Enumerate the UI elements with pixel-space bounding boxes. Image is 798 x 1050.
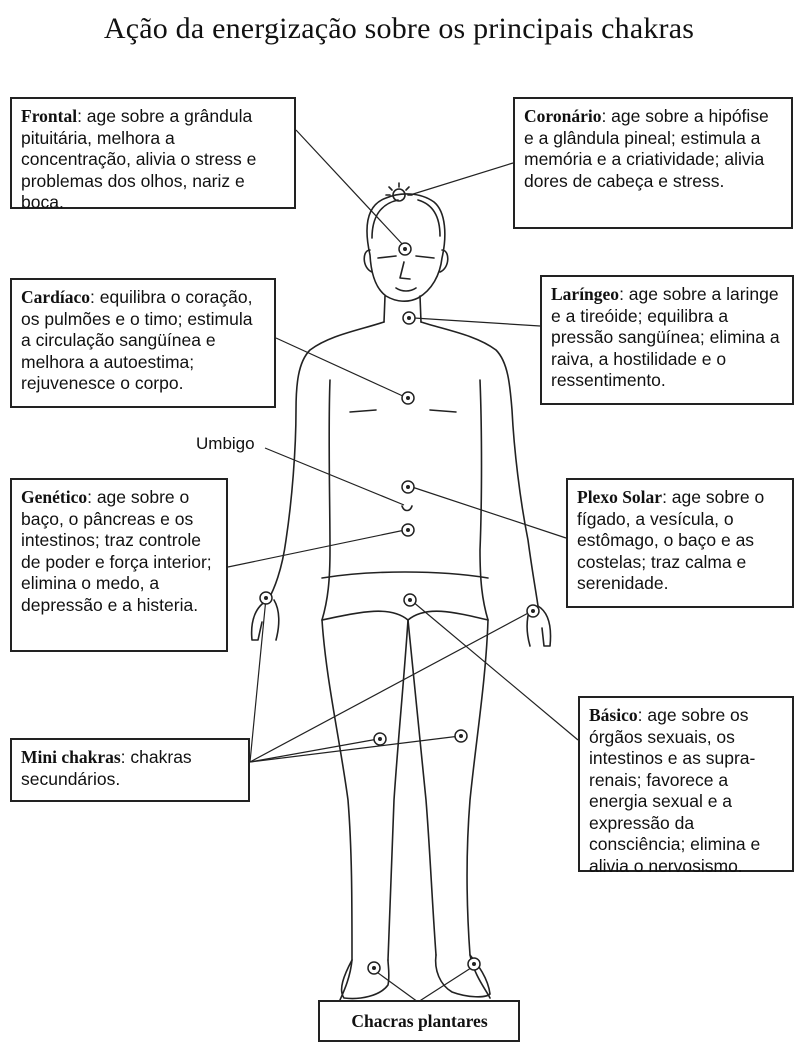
mouth <box>396 288 416 291</box>
chakra-dot-laringeo <box>403 312 415 324</box>
leader-basico <box>412 601 578 740</box>
human-figure <box>252 183 551 1000</box>
leg-right <box>467 620 490 998</box>
nose <box>400 262 410 279</box>
callout-coronario: Coronário: age sobre a hipófise e a glân… <box>513 97 793 229</box>
callout-coronario-title: Coronário <box>524 106 601 126</box>
chest-line <box>350 410 456 412</box>
leader-genetico <box>228 530 405 567</box>
chakra-dot-basico <box>404 594 416 606</box>
hair-outline <box>372 200 440 238</box>
chakra-dot-plexo <box>402 481 414 493</box>
callout-mini-title: Mini chakras <box>21 747 121 767</box>
callout-cardiaco: Cardíaco: equilibra o coração, os pulmõe… <box>10 278 276 408</box>
chakra-dot-cardiaco <box>402 392 414 404</box>
chakra-dot-foot-left <box>368 962 380 974</box>
leader-umbigo <box>265 448 404 505</box>
waist-left <box>322 380 330 620</box>
leader-cardiaco <box>276 338 405 397</box>
chakra-markers <box>260 243 539 974</box>
callout-genetico: Genético: age sobre o baço, o pâncreas e… <box>10 478 228 652</box>
chakra-dot-genetico <box>402 524 414 536</box>
callout-frontal-title: Frontal <box>21 106 77 126</box>
leader-plexo <box>412 487 566 538</box>
waist-right <box>480 380 488 620</box>
navel <box>402 506 412 511</box>
chakra-dot-frontal <box>399 243 411 255</box>
callout-plexo-title: Plexo Solar <box>577 487 662 507</box>
callout-plexo: Plexo Solar: age sobre o fígado, a vesíc… <box>566 478 794 608</box>
leader-mini-knee-r <box>250 736 460 762</box>
umbigo-label: Umbigo <box>196 434 255 454</box>
chakra-dot-knee-right <box>455 730 467 742</box>
callout-basico-text: : age sobre os órgãos sexuais, os intest… <box>589 705 760 876</box>
callout-chacras-plantares: Chacras plantares <box>318 1000 520 1042</box>
callout-laringeo-title: Laríngeo <box>551 284 619 304</box>
callout-genetico-title: Genético <box>21 487 87 507</box>
leg-inner-left <box>388 620 408 960</box>
eye-right <box>416 256 434 258</box>
callout-plantares-title: Chacras plantares <box>351 1011 487 1031</box>
chakra-dot-knee-left <box>374 733 386 745</box>
callout-basico-title: Básico <box>589 705 638 725</box>
chakra-dot-hand-left <box>260 592 272 604</box>
chakra-dot-foot-right <box>468 958 480 970</box>
leader-coronario <box>410 163 513 195</box>
leader-frontal <box>296 130 405 247</box>
callout-mini-chakras: Mini chakras: chakras secundários. <box>10 738 250 802</box>
callout-basico: Básico: age sobre os órgãos sexuais, os … <box>578 696 794 872</box>
leader-mini-hand-r <box>250 611 532 762</box>
foot-right <box>436 955 490 997</box>
leg-left <box>322 620 352 1000</box>
eye-left <box>378 256 396 258</box>
callout-cardiaco-title: Cardíaco <box>21 287 90 307</box>
callout-laringeo: Laríngeo: age sobre a laringe e a tireói… <box>540 275 794 405</box>
leader-plantar-r <box>418 966 474 1002</box>
chakra-dot-hand-right <box>527 605 539 617</box>
callout-frontal: Frontal: age sobre a grândula pituitária… <box>10 97 296 209</box>
torso-left <box>268 322 384 600</box>
leader-plantar-l <box>374 970 418 1002</box>
leader-mini-knee-l <box>250 739 378 762</box>
